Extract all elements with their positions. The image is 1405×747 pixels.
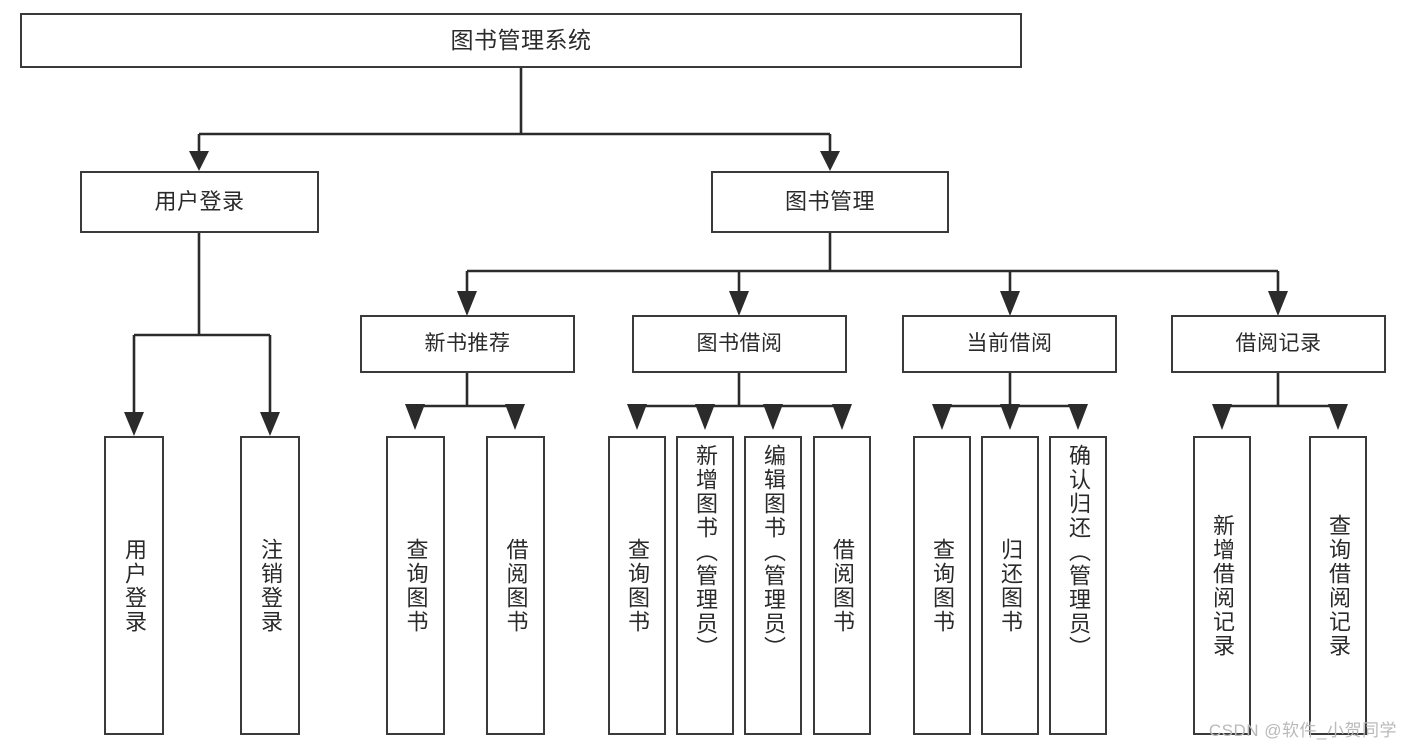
leaf-record-query-record-label: 查询借阅记录 bbox=[1326, 513, 1351, 658]
arrowhead-login-leaf1 bbox=[124, 412, 144, 436]
node-root-label: 图书管理系统 bbox=[450, 26, 592, 53]
leaf-borrow-edit-book-label: 编辑图书（管理员） bbox=[761, 444, 786, 660]
arrowhead-bookmgmt-c4 bbox=[1268, 291, 1288, 316]
leaf-borrow-query-book-label: 查询图书 bbox=[625, 537, 650, 634]
node-new-book-recommend-label: 新书推荐 bbox=[424, 331, 511, 355]
leaf-current-return-book-label: 归还图书 bbox=[998, 537, 1023, 634]
node-user-login-label: 用户登录 bbox=[154, 189, 245, 215]
arrowhead-recommend-l2 bbox=[505, 404, 525, 430]
node-user-login[interactable]: 用户登录 bbox=[80, 171, 319, 233]
leaf-current-query-book-label: 查询图书 bbox=[930, 537, 955, 634]
arrowhead-login-leaf2 bbox=[260, 412, 280, 436]
arrowhead-recommend-l1 bbox=[405, 404, 425, 430]
leaf-borrow-add-book[interactable]: 新增图书（管理员） bbox=[676, 436, 734, 735]
arrowhead-bookmgmt-c2 bbox=[729, 291, 749, 316]
leaf-recommend-borrow-book-label: 借阅图书 bbox=[503, 537, 529, 634]
arrowhead-borrow-l1 bbox=[627, 404, 647, 430]
leaf-user-login-logout[interactable]: 注销登录 bbox=[240, 436, 300, 735]
leaf-borrow-add-book-label: 新增图书（管理员） bbox=[693, 444, 718, 660]
node-current-borrow[interactable]: 当前借阅 bbox=[902, 315, 1117, 373]
leaf-borrow-borrow-book-label: 借阅图书 bbox=[830, 537, 855, 634]
arrowhead-current-l1 bbox=[932, 404, 952, 430]
arrowhead-borrow-l2 bbox=[695, 404, 715, 430]
leaf-current-confirm-return[interactable]: 确认归还（管理员） bbox=[1049, 436, 1107, 735]
arrowhead-borrow-l4 bbox=[832, 404, 852, 430]
leaf-recommend-query-book-label: 查询图书 bbox=[403, 537, 429, 634]
node-current-borrow-label: 当前借阅 bbox=[966, 331, 1053, 355]
leaf-recommend-query-book[interactable]: 查询图书 bbox=[386, 436, 445, 735]
node-new-book-recommend[interactable]: 新书推荐 bbox=[360, 315, 575, 373]
arrowhead-root-to-bookmgmt bbox=[820, 151, 840, 171]
leaf-user-login-login[interactable]: 用户登录 bbox=[104, 436, 164, 735]
arrowhead-bookmgmt-c1 bbox=[457, 291, 477, 316]
node-book-management-label: 图书管理 bbox=[784, 189, 875, 215]
csdn-watermark: CSDN @软件_小贺同学 bbox=[1208, 721, 1397, 740]
leaf-borrow-edit-book[interactable]: 编辑图书（管理员） bbox=[744, 436, 802, 735]
leaf-user-login-login-label: 用户登录 bbox=[122, 537, 147, 634]
leaf-current-return-book[interactable]: 归还图书 bbox=[981, 436, 1039, 735]
leaf-recommend-borrow-book[interactable]: 借阅图书 bbox=[486, 436, 545, 735]
arrowhead-record-l1 bbox=[1212, 404, 1232, 430]
leaf-current-confirm-return-label: 确认归还（管理员） bbox=[1066, 444, 1091, 660]
leaf-borrow-borrow-book[interactable]: 借阅图书 bbox=[813, 436, 871, 735]
node-book-management[interactable]: 图书管理 bbox=[711, 171, 949, 233]
node-book-borrow-label: 图书借阅 bbox=[696, 331, 783, 355]
arrowhead-current-l2 bbox=[1000, 404, 1020, 430]
node-root-system[interactable]: 图书管理系统 bbox=[20, 13, 1022, 68]
leaf-current-query-book[interactable]: 查询图书 bbox=[913, 436, 971, 735]
arrowhead-record-l2 bbox=[1328, 404, 1348, 430]
leaf-user-login-logout-label: 注销登录 bbox=[258, 537, 283, 634]
node-borrow-record-label: 借阅记录 bbox=[1235, 331, 1322, 355]
arrowhead-current-l3 bbox=[1068, 404, 1088, 430]
node-borrow-record[interactable]: 借阅记录 bbox=[1171, 315, 1386, 373]
leaf-record-add-record[interactable]: 新增借阅记录 bbox=[1193, 436, 1251, 735]
leaf-borrow-query-book[interactable]: 查询图书 bbox=[608, 436, 666, 735]
arrowhead-borrow-l3 bbox=[763, 404, 783, 430]
arrowhead-root-to-login bbox=[189, 151, 209, 171]
leaf-record-query-record[interactable]: 查询借阅记录 bbox=[1309, 436, 1367, 735]
leaf-record-add-record-label: 新增借阅记录 bbox=[1210, 513, 1235, 658]
arrowhead-bookmgmt-c3 bbox=[1000, 291, 1020, 316]
node-book-borrow[interactable]: 图书借阅 bbox=[632, 315, 847, 373]
